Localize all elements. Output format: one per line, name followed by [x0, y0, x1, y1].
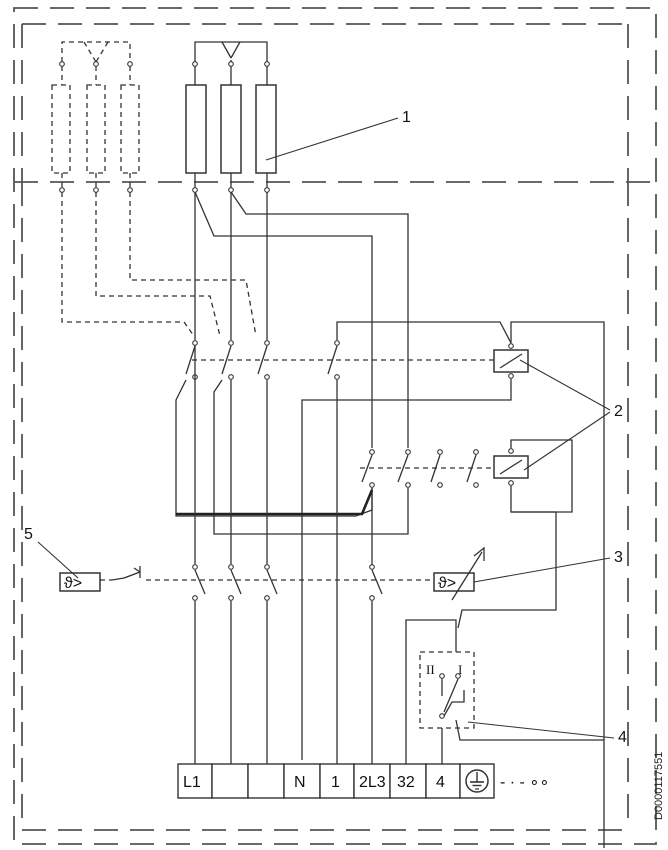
terminal-blank-1	[211, 763, 249, 799]
heating-elements	[185, 41, 277, 193]
earth-icon	[465, 769, 489, 793]
secondary-contactor	[175, 379, 573, 566]
main-contactor	[185, 321, 605, 848]
safety-cutout-row: ϑ> ϑ>	[59, 546, 485, 601]
terminal-strip: L1 N 1 2L3 32 4 - · - ∘∘	[177, 763, 549, 799]
terminal-label-1: 1	[331, 774, 340, 791]
terminal-label-4: 4	[436, 774, 445, 791]
element-wiring	[194, 191, 409, 448]
callout-2: 2	[614, 403, 623, 420]
terminal-feeds	[194, 345, 557, 764]
callout-1: 1	[402, 109, 411, 126]
document-id: D0000117551	[653, 752, 665, 820]
safety-sensor-label: ϑ>	[64, 575, 82, 592]
callout-leaders	[37, 117, 615, 739]
controller-sensor-label: ϑ>	[438, 575, 456, 592]
selector-position-1: I	[458, 662, 462, 677]
callout-5: 5	[24, 526, 33, 543]
optional-heating-elements	[51, 41, 257, 337]
outer-frame	[13, 7, 657, 845]
bridge-bus	[176, 489, 374, 516]
terminal-label-2l3: 2L3	[359, 774, 386, 791]
terminal-blank-2	[247, 763, 285, 799]
selector-position-2: II	[426, 662, 435, 677]
terminal-4	[425, 763, 461, 799]
terminal-label-l1: L1	[183, 774, 201, 791]
trailing-contacts: - · - ∘∘	[500, 774, 549, 791]
terminal-label-n: N	[294, 774, 306, 791]
terminal-32	[389, 763, 427, 799]
callout-3: 3	[614, 549, 623, 566]
terminal-label-32: 32	[397, 774, 415, 791]
callout-4: 4	[618, 729, 627, 746]
selector-switch: II I	[419, 651, 604, 741]
